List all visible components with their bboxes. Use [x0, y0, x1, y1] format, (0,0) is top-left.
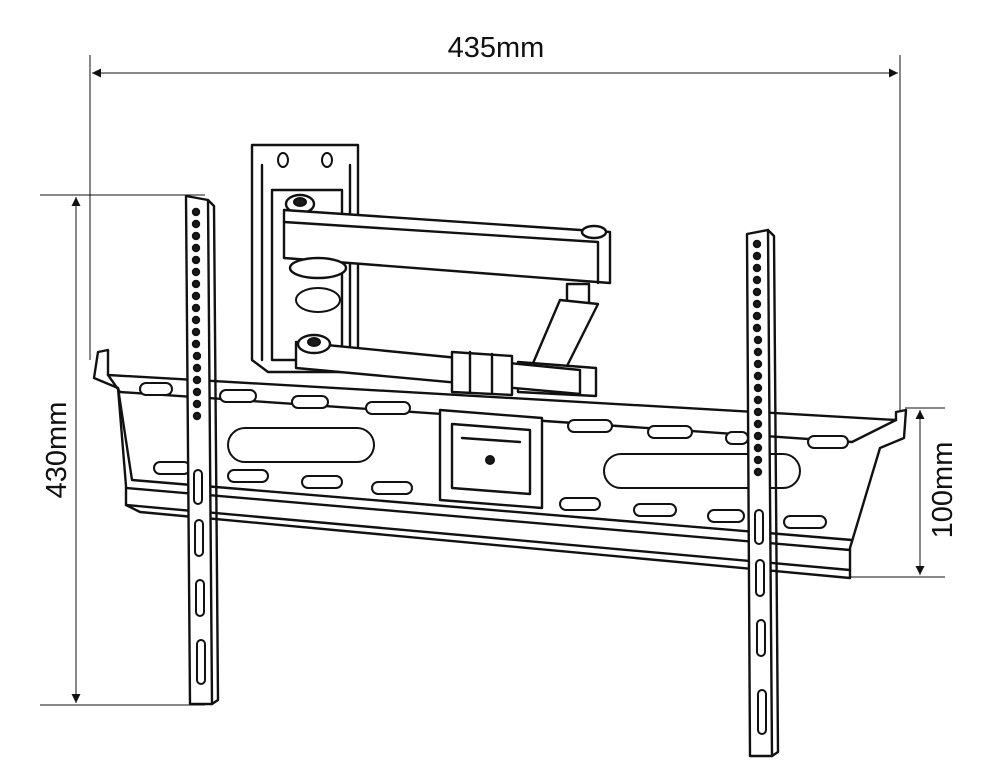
tv-rail — [92, 348, 908, 580]
upper-arm — [282, 193, 612, 285]
width-label: 435mm — [448, 32, 545, 64]
right-tv-bracket — [745, 228, 780, 758]
height-dimension: 430mm — [40, 194, 205, 706]
height-label: 430mm — [41, 402, 73, 499]
width-dimension: 435mm — [89, 32, 901, 410]
left-bracket-holes — [191, 207, 202, 421]
right-bracket-holes — [752, 239, 763, 477]
lower-arm — [294, 282, 600, 398]
depth-label: 100mm — [927, 442, 959, 539]
left-tv-bracket — [184, 194, 220, 706]
depth-dimension: 100mm — [850, 407, 959, 578]
